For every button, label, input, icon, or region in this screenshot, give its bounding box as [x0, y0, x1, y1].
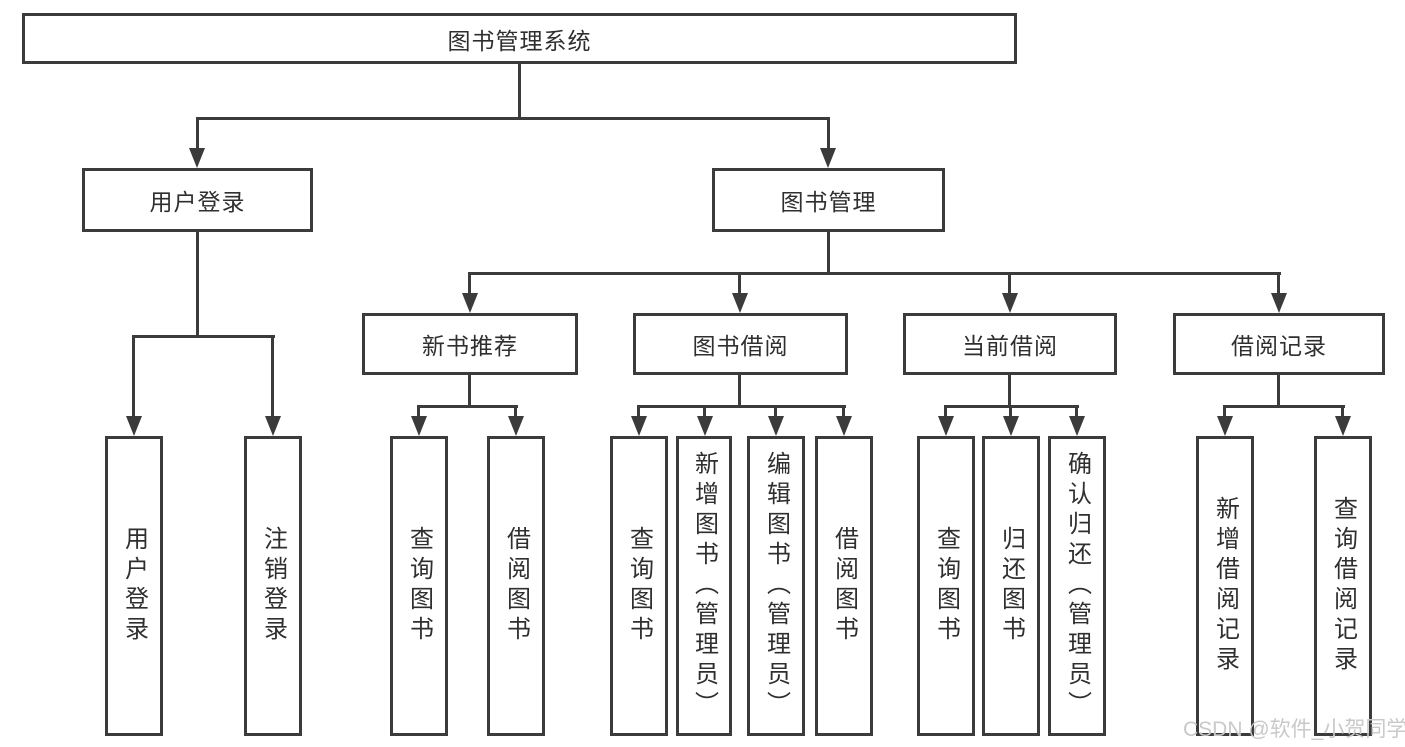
leaf-borrow-books-borrowing: 借阅图书 — [815, 436, 873, 736]
node-label: 新书推荐 — [422, 333, 518, 359]
leaf-add-borrow-record: 新增借阅记录 — [1196, 436, 1254, 736]
leaf-add-book-admin: 新增图书（管理员） — [676, 436, 732, 736]
leaf-query-books-recommend: 查询图书 — [390, 436, 448, 736]
down-arrow-icon — [938, 416, 954, 436]
connector-root-stub — [518, 64, 521, 120]
connector-bookmgmt-hline — [468, 272, 1281, 275]
connector-drop-leaf — [1223, 405, 1226, 418]
down-arrow-icon — [265, 416, 281, 436]
leaf-label: 查询图书 — [932, 526, 960, 646]
connector-drop-level3 — [1008, 272, 1011, 295]
connector-drop-leaf — [703, 405, 706, 418]
leaf-query-books-current: 查询图书 — [917, 436, 975, 736]
down-arrow-icon — [697, 416, 713, 436]
connector-drop-book-management — [827, 117, 830, 150]
node-book-borrowing: 图书借阅 — [633, 313, 848, 375]
connector-records-hline — [1223, 405, 1345, 408]
leaf-logout: 注销登录 — [244, 436, 302, 736]
leaf-return-book: 归还图书 — [982, 436, 1040, 736]
node-label: 图书管理系统 — [447, 27, 592, 54]
connector-borrowing-stub — [738, 375, 741, 407]
node-new-book-recommend: 新书推荐 — [362, 313, 578, 375]
leaf-query-borrow-record: 查询借阅记录 — [1314, 436, 1372, 736]
leaf-edit-book-admin: 编辑图书（管理员） — [747, 436, 805, 736]
down-arrow-icon — [836, 416, 852, 436]
leaf-label: 借阅图书 — [830, 526, 858, 646]
down-arrow-icon — [1271, 293, 1287, 313]
node-current-borrowing: 当前借阅 — [903, 313, 1117, 375]
node-label: 用户登录 — [149, 189, 246, 215]
down-arrow-icon — [768, 416, 784, 436]
connector-recommend-hline — [417, 405, 518, 408]
connector-drop-leaf — [417, 405, 420, 418]
leaf-label: 注销登录 — [259, 526, 287, 646]
connector-records-stub — [1277, 375, 1280, 407]
down-arrow-icon — [820, 148, 836, 168]
connector-root-hline — [196, 117, 830, 120]
leaf-confirm-return-admin: 确认归还（管理员） — [1048, 436, 1106, 736]
leaf-user-login: 用户登录 — [105, 436, 163, 736]
down-arrow-icon — [732, 293, 748, 313]
leaf-label: 确认归还（管理员） — [1063, 451, 1091, 721]
down-arrow-icon — [1003, 416, 1019, 436]
down-arrow-icon — [508, 416, 524, 436]
leaf-label: 查询图书 — [625, 526, 653, 646]
connector-drop-leaf — [514, 405, 517, 418]
down-arrow-icon — [1335, 416, 1351, 436]
leaf-label: 新增借阅记录 — [1211, 496, 1239, 676]
down-arrow-icon — [1002, 293, 1018, 313]
connector-bookmgmt-stub — [827, 232, 830, 274]
leaf-label: 借阅图书 — [502, 526, 530, 646]
node-label: 图书管理 — [780, 189, 877, 215]
node-label: 当前借阅 — [962, 333, 1058, 359]
node-label: 图书借阅 — [692, 333, 789, 359]
down-arrow-icon — [126, 416, 142, 436]
connector-drop-leaf — [1075, 405, 1078, 418]
connector-userlogin-stub — [196, 232, 199, 337]
leaf-label: 用户登录 — [120, 526, 148, 646]
connector-recommend-stub — [468, 375, 471, 407]
leaf-query-books-borrowing: 查询图书 — [610, 436, 668, 736]
node-user-login: 用户登录 — [82, 168, 313, 232]
leaf-label: 查询借阅记录 — [1329, 496, 1357, 676]
leaf-borrow-books-recommend: 借阅图书 — [487, 436, 545, 736]
node-borrow-records: 借阅记录 — [1173, 313, 1385, 375]
connector-drop-leaf — [637, 405, 640, 418]
connector-drop-level3 — [1277, 272, 1280, 295]
connector-drop-leaf — [1341, 405, 1344, 418]
node-label: 借阅记录 — [1231, 333, 1327, 359]
node-book-management: 图书管理 — [712, 168, 945, 232]
connector-drop-level3 — [738, 272, 741, 295]
connector-drop-leaf — [944, 405, 947, 418]
down-arrow-icon — [411, 416, 427, 436]
down-arrow-icon — [1217, 416, 1233, 436]
leaf-label: 新增图书（管理员） — [690, 451, 718, 721]
connector-drop-leaf — [774, 405, 777, 418]
connector-drop-leaf — [132, 335, 135, 418]
down-arrow-icon — [462, 293, 478, 313]
leaf-label: 归还图书 — [997, 526, 1025, 646]
connector-drop-user-login — [196, 117, 199, 150]
down-arrow-icon — [189, 148, 205, 168]
connector-userlogin-hline — [132, 335, 275, 338]
connector-borrowing-hline — [637, 405, 846, 408]
down-arrow-icon — [631, 416, 647, 436]
down-arrow-icon — [1069, 416, 1085, 436]
connector-current-stub — [1008, 375, 1011, 407]
node-root-library-system: 图书管理系统 — [22, 13, 1017, 64]
connector-drop-leaf — [842, 405, 845, 418]
connector-drop-leaf — [1009, 405, 1012, 418]
leaf-label: 编辑图书（管理员） — [762, 451, 790, 721]
connector-drop-leaf — [271, 335, 274, 418]
connector-drop-level3 — [468, 272, 471, 295]
leaf-label: 查询图书 — [405, 526, 433, 646]
csdn-watermark: CSDN @软件_小贺同学 — [1183, 718, 1405, 741]
